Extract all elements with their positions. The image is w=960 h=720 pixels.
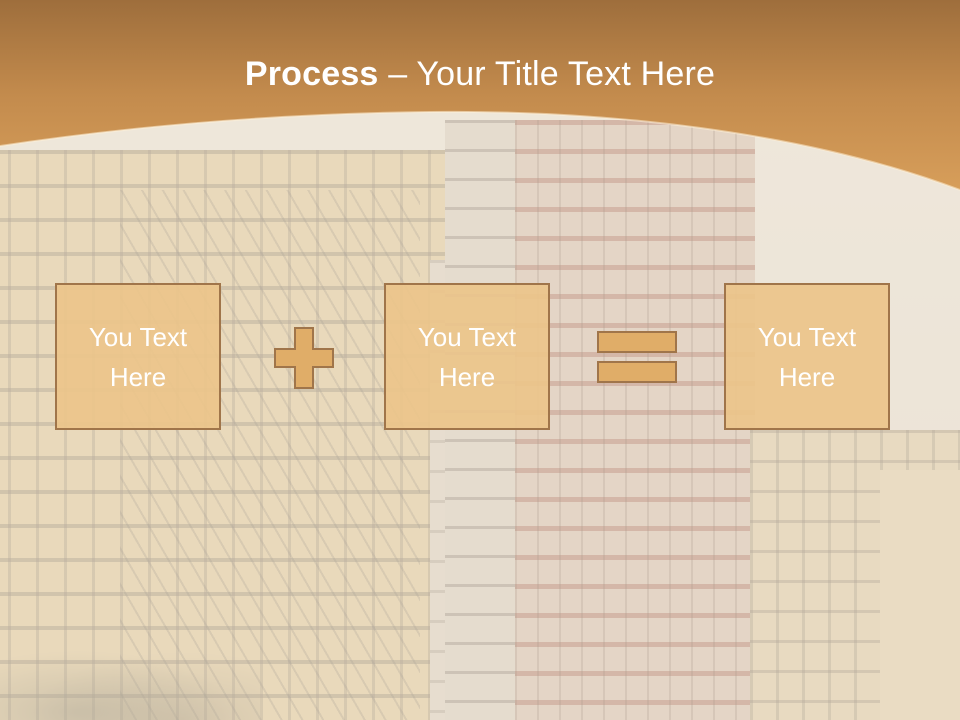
process-box-2[interactable]: You Text Here (384, 283, 550, 430)
box-2-line-2: Here (438, 361, 496, 392)
title-bold: Process (244, 55, 379, 93)
header-band: Process – Your Title Text Here (0, 0, 960, 200)
box-3-line-2: Here (778, 361, 836, 392)
box-3-line-1: You Text (757, 321, 857, 352)
title-text: – Your Title Text Here (378, 55, 716, 93)
process-box-1[interactable]: You Text Here (55, 283, 221, 430)
header-shape (0, 0, 960, 191)
equals-icon (597, 331, 677, 383)
plus-icon (274, 327, 334, 389)
process-box-3[interactable]: You Text Here (724, 283, 890, 430)
box-2-line-1: You Text (417, 321, 517, 352)
box-1-line-2: Here (109, 361, 167, 392)
slide-title: Process – Your Title Text Here (0, 52, 960, 96)
box-1-line-1: You Text (88, 321, 188, 352)
